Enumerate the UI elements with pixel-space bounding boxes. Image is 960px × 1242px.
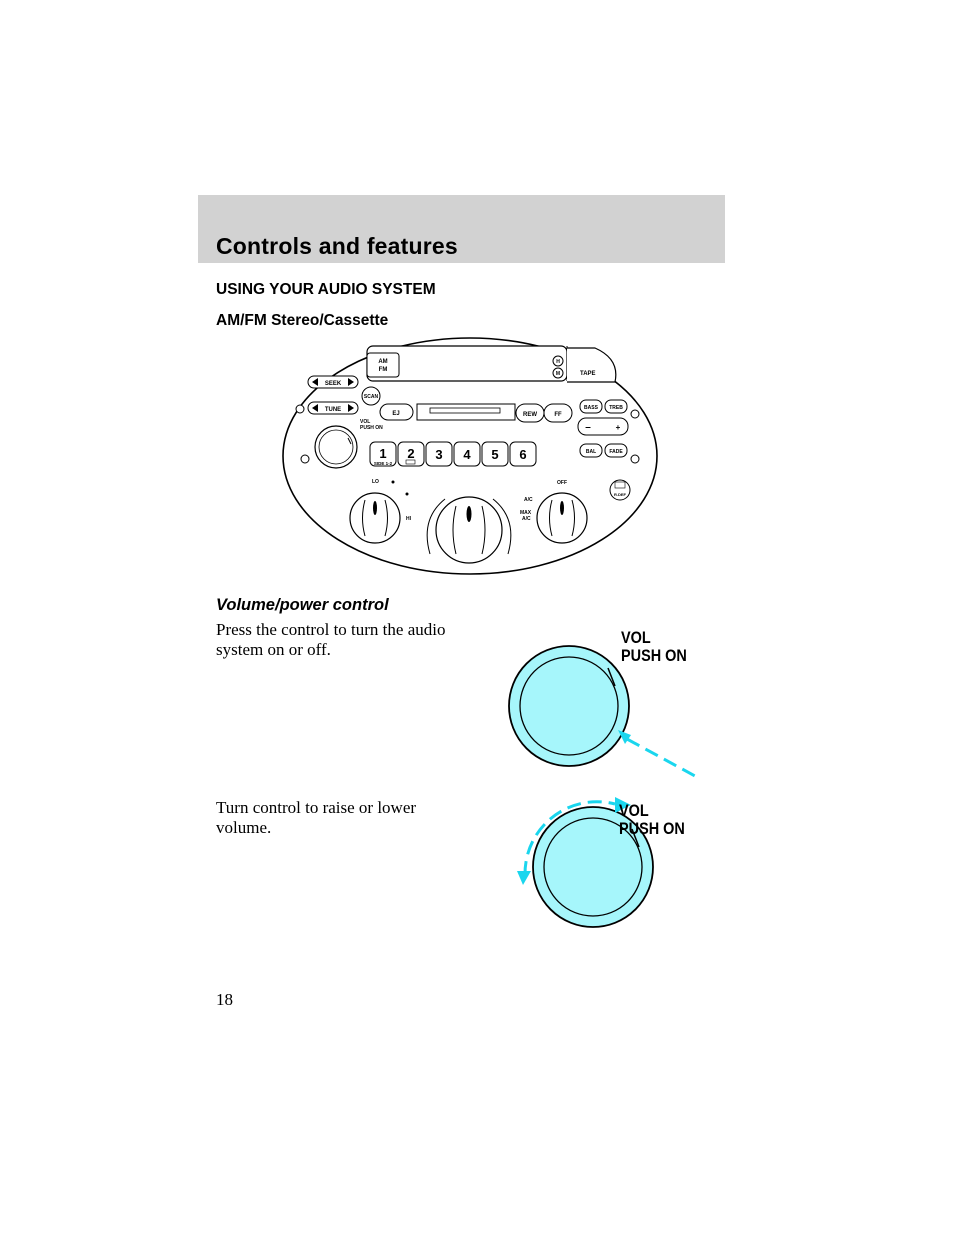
push-arrow-line [626, 737, 696, 778]
seek-label: SEEK [325, 381, 342, 387]
bass-button [579, 399, 603, 414]
page-number: 18 [216, 990, 233, 1009]
tune-label: TUNE [325, 407, 341, 413]
vol-label-small: VOL [360, 419, 370, 425]
eject-button [379, 403, 414, 421]
section-title: USING YOUR AUDIO SYSTEM [216, 281, 436, 298]
page-header-title: Controls and features [216, 233, 458, 259]
fm-label: FM [379, 367, 388, 373]
memory-h-label: H [556, 359, 560, 365]
push-knob-label-line2: PUSH ON [621, 646, 687, 665]
am-label: AM [378, 359, 387, 365]
treb-label: TREB [609, 405, 623, 411]
rdef-label: R.DEF [614, 492, 627, 497]
off-label: OFF [557, 480, 567, 486]
rew-label: REW [523, 412, 537, 418]
memory-m-label: M [556, 371, 560, 377]
ff-button [543, 403, 573, 423]
volume-heading: Volume/power control [216, 596, 389, 614]
fan-knob [349, 492, 401, 544]
minus-label: – [585, 422, 591, 433]
push-arrow-head [618, 730, 631, 744]
push-on-label-small: PUSH ON [360, 425, 383, 431]
max-label: MAX [520, 510, 532, 516]
preset-6: 6 [519, 447, 526, 462]
turn-arrow-head-top [615, 797, 631, 813]
turn-knob-illustration [517, 797, 654, 928]
preset-5: 5 [491, 447, 498, 462]
ff-label: FF [554, 412, 562, 418]
fade-button [604, 443, 628, 458]
tape-label: TAPE [580, 371, 596, 377]
ac-label: A/C [524, 497, 533, 503]
temp-knob [435, 496, 503, 564]
turn-arrow-arc [523, 800, 616, 876]
seek-button [307, 375, 359, 389]
scan-button [361, 386, 381, 406]
radio-diagram: AM FM H M TAPE SEEK TUNE SCAN EJ REW FF … [282, 337, 658, 575]
preset-4: 4 [463, 447, 471, 462]
am-fm-button [366, 352, 400, 378]
push-knob-label: VOL PUSH ON [621, 629, 687, 665]
bass-label: BASS [584, 405, 599, 411]
eject-label: EJ [392, 411, 399, 417]
turn-knob-label: VOL PUSH ON [619, 802, 685, 838]
tune-button [307, 401, 359, 415]
header-band: Controls and features [198, 195, 725, 263]
fade-label: FADE [609, 449, 623, 455]
fan-hi-label: HI [406, 516, 412, 522]
bal-label: BAL [586, 449, 596, 455]
plus-label: + [616, 423, 621, 432]
turn-knob-label-line1: VOL [619, 801, 649, 820]
preset-3: 3 [435, 447, 442, 462]
treb-button [604, 399, 628, 414]
bal-button [579, 443, 603, 458]
turn-knob-label-line2: PUSH ON [619, 819, 685, 838]
turn-arrow-head-bottom [517, 871, 531, 885]
max-ac-label: A/C [522, 516, 531, 522]
preset-buttons: 1 SIDE 1-2 2 3 4 5 6 [369, 441, 537, 467]
mode-knob [536, 492, 588, 544]
side-label: SIDE 1-2 [374, 461, 393, 466]
subsection-title: AM/FM Stereo/Cassette [216, 312, 389, 329]
volume-paragraph-press: Press the control to turn the audio syst… [216, 620, 446, 659]
fan-lo-label: LO [372, 479, 379, 485]
preset-1: 1 [379, 446, 386, 461]
scan-label: SCAN [364, 394, 379, 400]
push-knob-illustration [508, 645, 696, 778]
preset-2: 2 [407, 446, 414, 461]
volume-paragraph-turn: Turn control to raise or lower volume. [216, 798, 417, 837]
push-knob-label-line1: VOL [621, 628, 651, 647]
adjust-rocker [577, 417, 629, 436]
